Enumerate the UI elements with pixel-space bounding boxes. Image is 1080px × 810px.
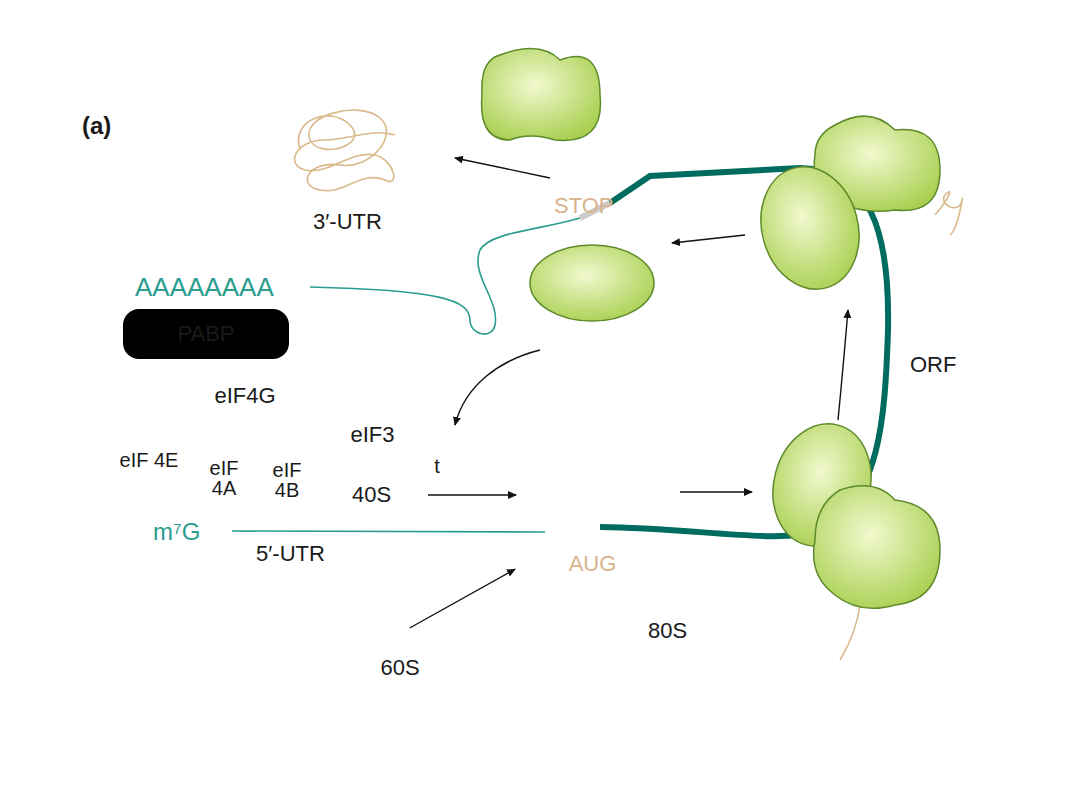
small-subunit — [530, 245, 654, 321]
diagram-label: 5′-UTR — [256, 541, 325, 567]
diagram-label: m⁷G — [153, 518, 200, 546]
diagram-label: 3′-UTR — [313, 209, 382, 235]
node-shape: t — [417, 446, 457, 486]
node-shape: AUG — [520, 455, 665, 615]
connector-arrow — [410, 569, 515, 628]
node-label: 40S — [352, 484, 391, 506]
node-label: PABP — [177, 323, 234, 345]
node-shape: eIF 4A — [195, 440, 253, 515]
node-label: t — [434, 456, 440, 476]
cycle-arrow — [455, 350, 540, 425]
protein-chain — [840, 605, 860, 660]
node-shape: eIF 4B — [259, 445, 315, 515]
connector-arrow — [428, 494, 516, 495]
protein-chain — [935, 192, 962, 235]
large-subunit — [482, 49, 601, 141]
small-subunit — [748, 156, 873, 301]
node-label: eIF3 — [350, 424, 394, 446]
protein-chain — [295, 110, 395, 191]
node-label: eIF 4E — [108, 450, 190, 470]
shape-outline — [520, 455, 665, 615]
node-label: eIF 4A — [204, 458, 244, 498]
node-shape: eIF4G — [95, 345, 395, 440]
diagram-label: AAAAAAAA — [135, 272, 274, 303]
large-subunit — [814, 486, 940, 609]
node-shape: eIF 4E — [108, 420, 232, 585]
node-shape: PABP — [122, 308, 290, 360]
diagram-label: (a) — [82, 112, 111, 140]
cycle-arrow — [838, 310, 848, 420]
node-label: eIF 4B — [267, 460, 307, 500]
shape-outline — [108, 420, 232, 585]
mrna-5utr — [232, 531, 545, 532]
cycle-arrow — [455, 158, 550, 178]
node-shape: 60S — [330, 620, 470, 706]
node-label: AUG — [569, 553, 617, 575]
diagram-label: ORF — [910, 352, 956, 378]
cycle-arrow — [672, 235, 745, 243]
node-label: 60S — [380, 657, 419, 679]
node-shape: 40S — [318, 470, 425, 520]
diagram-label: STOP — [554, 193, 614, 219]
cycle-arrow — [680, 491, 752, 492]
node-label: eIF4G — [214, 385, 275, 407]
node-shape: eIF3 — [325, 395, 420, 467]
diagram-label: 80S — [648, 618, 687, 644]
